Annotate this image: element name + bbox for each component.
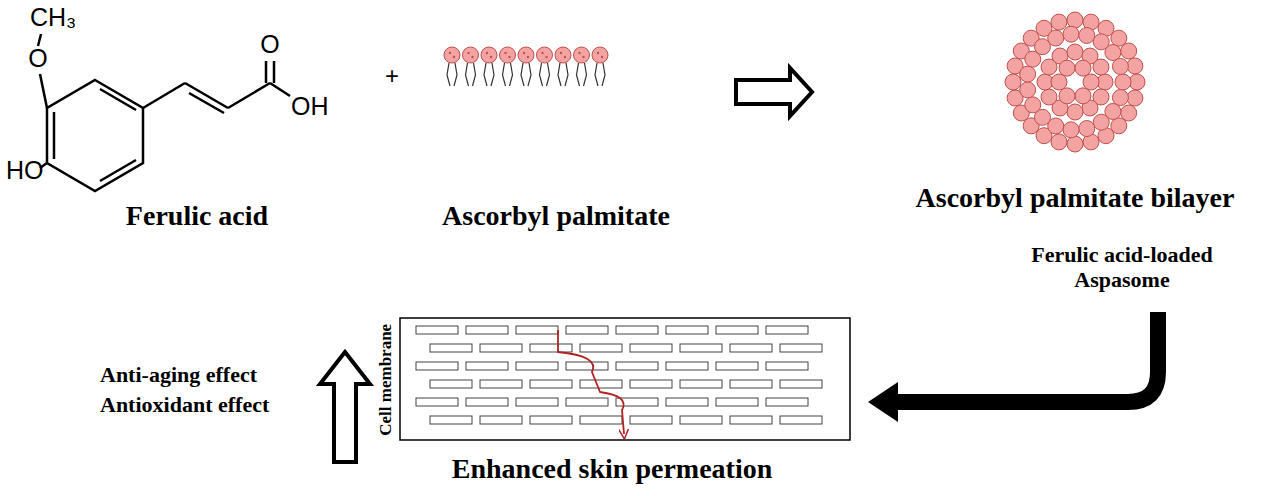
text-label: Ferulic acid-loaded Aspasome xyxy=(1007,242,1237,293)
text-label: Antioxidant effect xyxy=(100,392,269,417)
atom-label: OH xyxy=(291,92,329,121)
text-label: + xyxy=(385,62,399,90)
text-label: Enhanced skin permeation xyxy=(452,453,773,485)
atom-label: HO xyxy=(6,156,44,185)
process-arrow xyxy=(736,68,812,116)
lipid-row xyxy=(444,47,608,86)
text-label: Ascorbyl palmitate bilayer xyxy=(916,182,1235,214)
atom-label: O xyxy=(28,44,47,73)
atom-label: O xyxy=(260,30,279,59)
permeation-path xyxy=(558,330,624,434)
skin-layer xyxy=(400,318,850,440)
ferulic-acid-structure xyxy=(38,34,290,191)
effect-arrow xyxy=(320,352,370,462)
curved-arrow xyxy=(895,312,1158,402)
text-label: Anti-aging effect xyxy=(100,362,257,387)
text-label: Ascorbyl palmitate xyxy=(442,200,670,232)
vesicle xyxy=(1005,12,1145,152)
text-label: Cell membrane xyxy=(376,324,396,436)
arrow-head xyxy=(868,382,898,422)
brick-pattern xyxy=(416,326,822,424)
text-label: Ferulic acid xyxy=(126,200,268,232)
atom-label: CH₃ xyxy=(30,3,76,32)
